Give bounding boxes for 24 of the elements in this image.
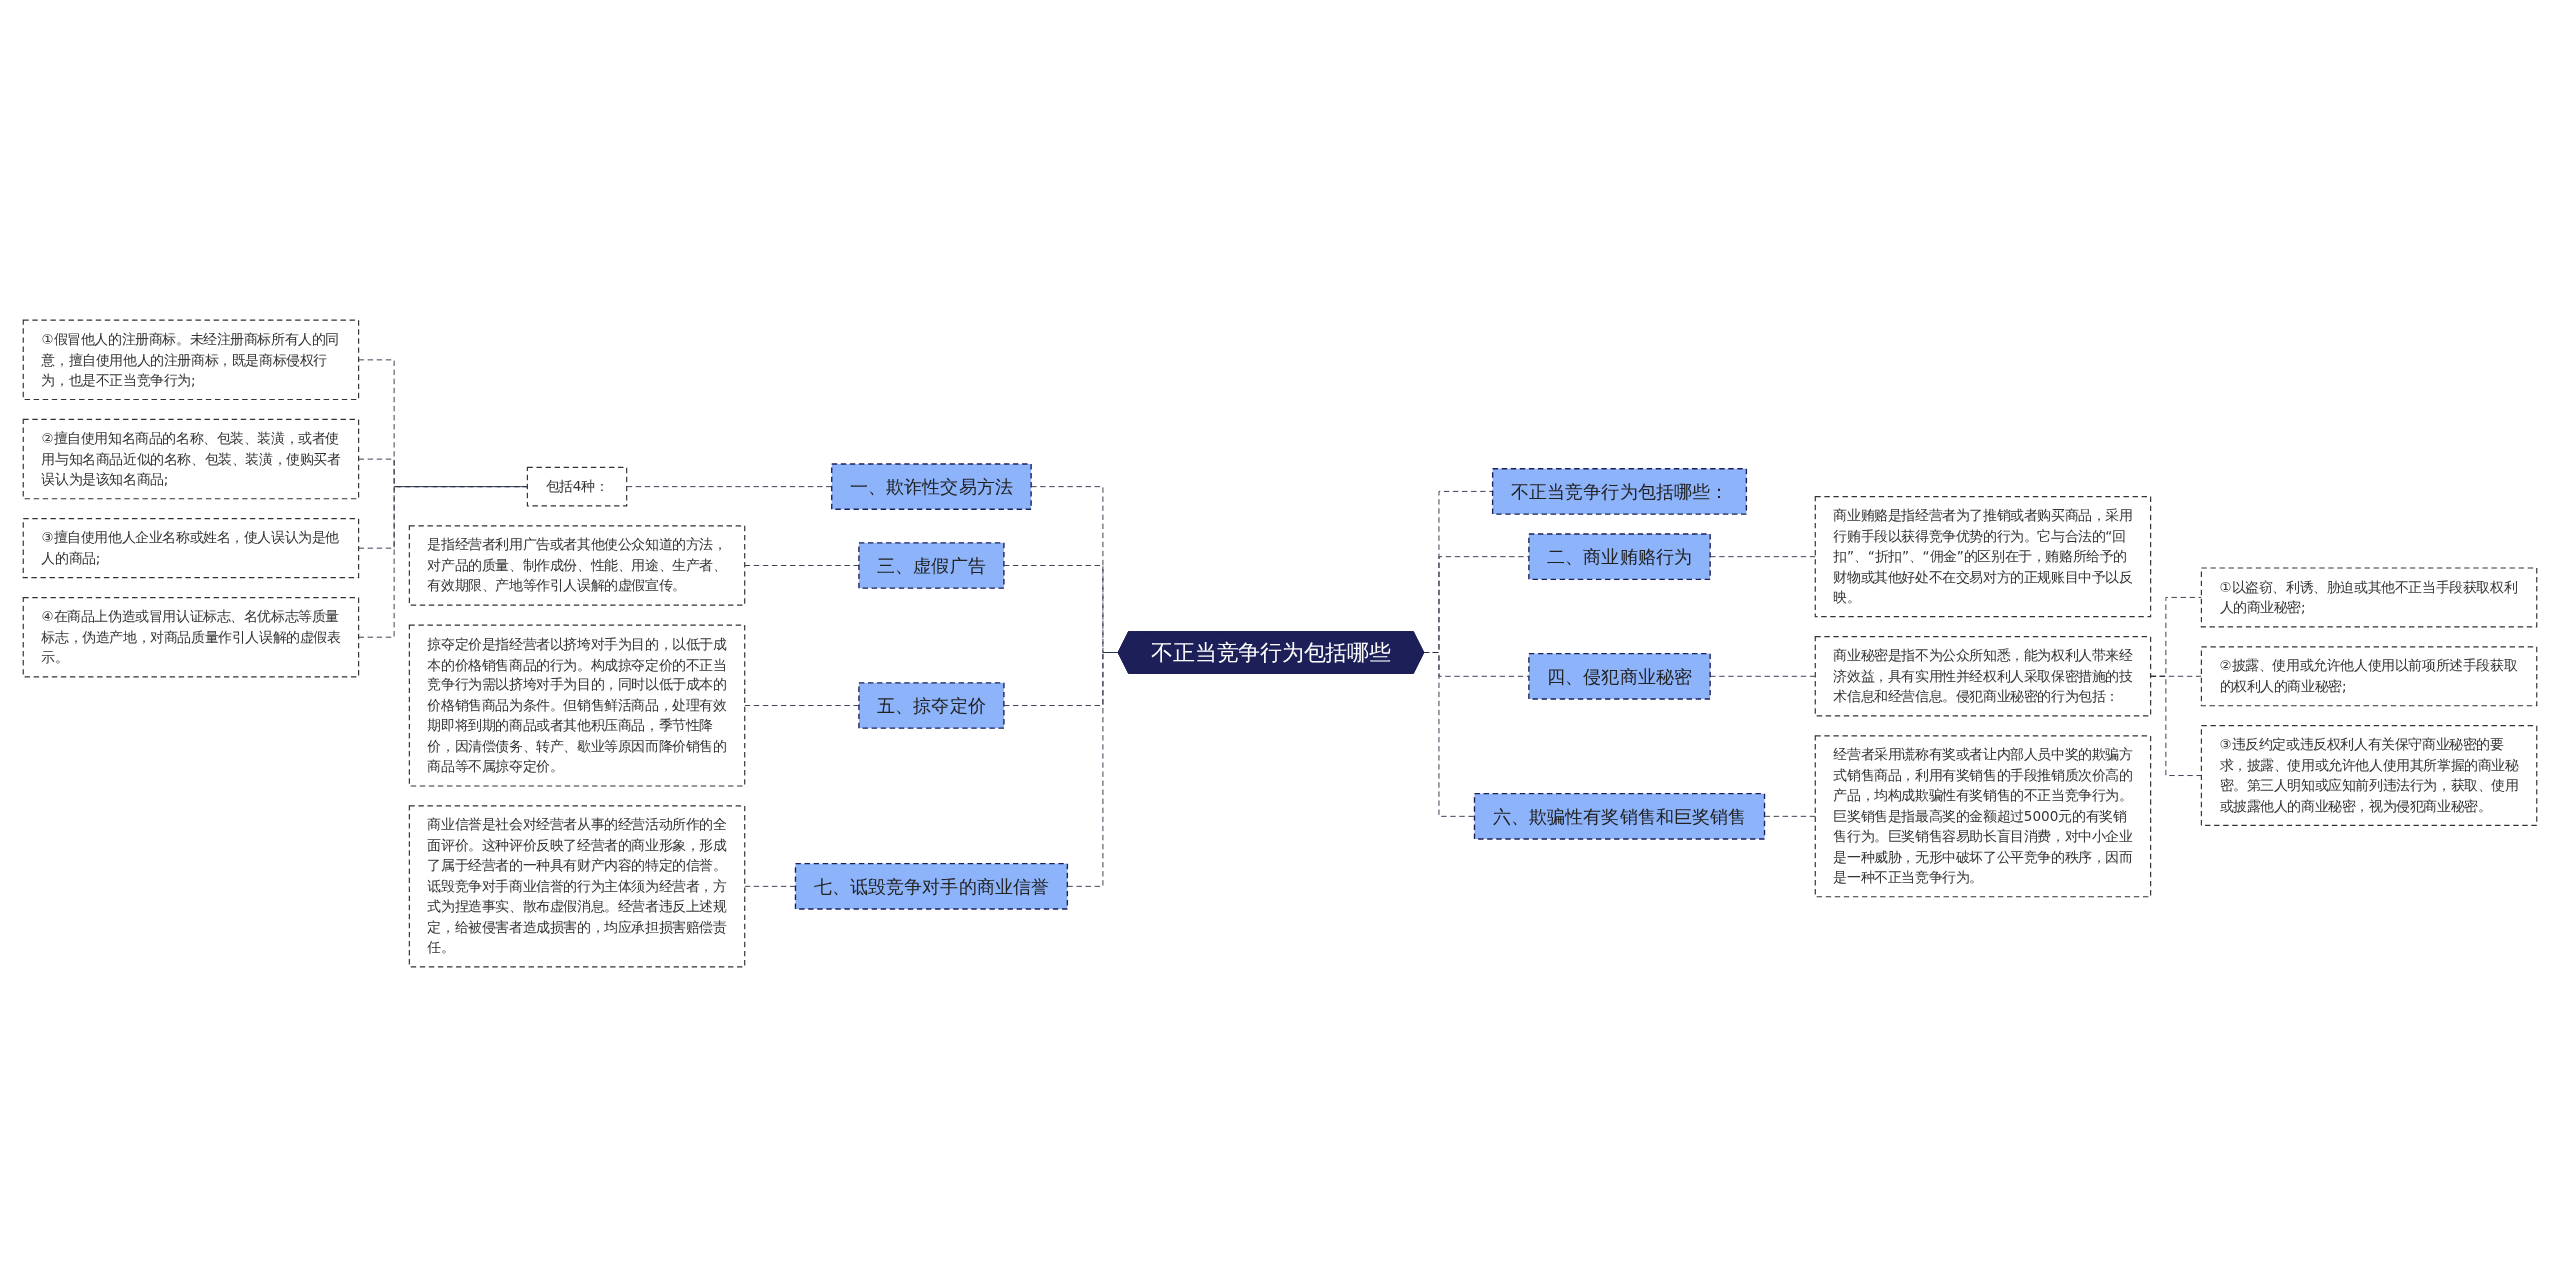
node-box: ③擅自使用他人企业名称或姓名，使人误认为是他人的商品; xyxy=(22,518,360,579)
node-box: 六、欺骗性有奖销售和巨奖销售 xyxy=(1473,793,1766,840)
node-box: 商业信誉是社会对经营者从事的经营活动所作的全面评价。这种评价反映了经营者的商业形象，形成了属于经营者的一种具有财产内容的特定的信誉。诋毁竞争对手商业信誉的行为主体须为经营者，方式为捏造事实、散布虚假消息。经营者违反上述规定，给被侵害者造成损害的，均应承担损害赔偿责任。 xyxy=(408,805,746,968)
node-box: 一、欺诈性交易方法 xyxy=(831,463,1032,510)
node-box: 包括4种： xyxy=(526,466,628,507)
node-box: 商业秘密是指不为公众所知悉，能为权利人带来经济效益，具有实用性并经权利人采取保密措施的技术信息和经营信息。侵犯商业秘密的行为包括： xyxy=(1814,636,2152,717)
connector xyxy=(358,359,528,488)
connector xyxy=(358,458,528,488)
node-box: ④在商品上伪造或冒用认证标志、名优标志等质量标志，伪造产地，对商品质量作引人误解的虚假表示。 xyxy=(22,596,360,678)
node-box: 四、侵犯商业秘密 xyxy=(1528,652,1711,700)
node-box: 商业贿赂是指经营者为了推销或者购买商品，采用行贿手段以获得竞争优势的行为。它与合法的“回扣”、“折扣”、“佣金”的区别在于，贿赂所给予的财物或其他好处不在交易对方的正规账目中予以反映。 xyxy=(1814,496,2152,618)
node-box: ①以盗窃、利诱、胁迫或其他不正当手段获取权利人的商业秘密; xyxy=(2200,567,2538,628)
node-box: 掠夺定价是指经营者以挤垮对手为目的，以低于成本的价格销售商品的行为。构成掠夺定价的不正当竞争行为需以挤垮对手为目的，同时以低于成本的价格销售商品为条件。但销售鲜活商品，处理有效期即将到期的商品或者其他积压商品，季节性降价，因清偿债务、转产、歇业等原因而降价销售的商品等不属掠夺定价。 xyxy=(408,624,746,787)
node-box: ①假冒他人的注册商标。未经注册商标所有人的同意，擅自使用他人的注册商标，既是商标侵权行为，也是不正当竞争行为; xyxy=(22,319,360,401)
node-box: ②披露、使用或允许他人使用以前项所述手段获取的权利人的商业秘密; xyxy=(2200,646,2538,707)
node-box: ②擅自使用知名商品的名称、包装、装潢，或者使用与知名商品近似的名称、包装、装潢，使购买者误认为是该知名商品; xyxy=(22,418,360,500)
node-box: ③违反约定或违反权利人有关保守商业秘密的要求，披露、使用或允许他人使用其所掌握的商业秘密。第三人明知或应知前列违法行为，获取、使用或披露他人的商业秘密，视为侵犯商业秘密。 xyxy=(2200,725,2538,826)
node-box: 三、虚假广告 xyxy=(858,542,1005,589)
node-box: 七、诋毁竞争对手的商业信誉 xyxy=(794,863,1069,910)
node-box: 五、掠夺定价 xyxy=(858,682,1005,729)
node-box: 不正当竞争行为包括哪些： xyxy=(1491,468,1748,515)
node-box: 二、商业贿赂行为 xyxy=(1528,533,1711,580)
node-box: 是指经营者利用广告或者其他使公众知道的方法，对产品的质量、制作成份、性能、用途、生产者、有效期限、产地等作引人误解的虚假宣传。 xyxy=(408,525,746,606)
node-box: 经营者采用谎称有奖或者让内部人员中奖的欺骗方式销售商品，利用有奖销售的手段推销质次价高的产品，均构成欺骗性有奖销售的不正当竞争行为。巨奖销售是指最高奖的金额超过5000元的有奖销售行为。巨奖销售容易助长盲目消费，对中小企业是一种威胁，无形中破坏了公平竞争的秩序，因而是一种不正当竞争行为。 xyxy=(1814,735,2152,898)
